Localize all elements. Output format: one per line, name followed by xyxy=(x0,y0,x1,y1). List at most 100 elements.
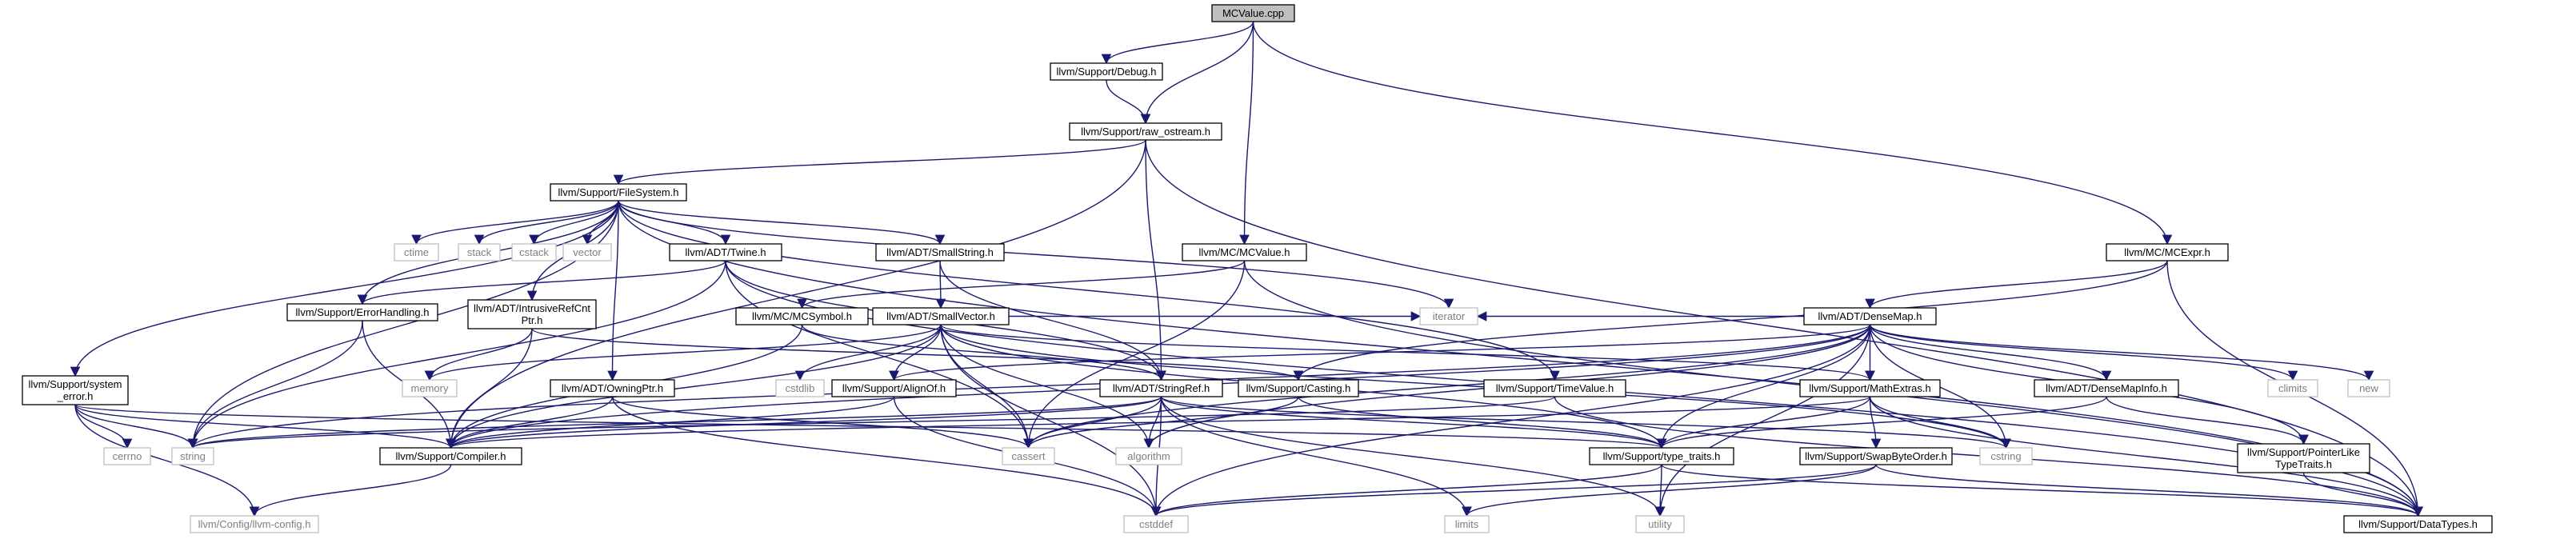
node-string-label: string xyxy=(180,450,206,462)
edge-fs-to-smallstring xyxy=(618,200,946,246)
node-stack: stack xyxy=(458,243,501,262)
edge-casting-to-typetraits xyxy=(1298,396,1667,449)
node-climits: climits xyxy=(2267,379,2318,397)
edge-typetraits-to-utility xyxy=(1654,464,1666,517)
edge-mcexpr-to-densemap xyxy=(1865,260,2168,309)
node-cstack: cstack xyxy=(511,243,557,262)
node-root[interactable]: MCValue.cpp xyxy=(1211,4,1295,22)
node-cstddef-box xyxy=(1123,515,1189,533)
node-ctime-label: ctime xyxy=(404,246,429,258)
node-ctime-box xyxy=(394,243,439,262)
node-mcvalue-label: llvm/MC/MCValue.h xyxy=(1199,246,1290,258)
node-twine[interactable]: llvm/ADT/Twine.h xyxy=(669,243,782,262)
node-intrusive-label: llvm/ADT/IntrusiveRefCnt xyxy=(474,302,590,314)
node-smallstring[interactable]: llvm/ADT/SmallString.h xyxy=(875,243,1005,262)
node-mcvalue-box xyxy=(1182,243,1307,262)
node-twine-box xyxy=(669,243,782,262)
edge-stringref-to-cstring xyxy=(1160,396,2011,449)
edge-owningptr-to-compiler xyxy=(446,396,614,449)
edge-densemap-to-typetraits xyxy=(1656,324,1871,449)
node-smallvector[interactable]: llvm/ADT/SmallVector.h xyxy=(872,307,1010,325)
edge-syserr-to-typetraits xyxy=(74,404,1666,449)
node-smallvector-box xyxy=(872,307,1010,325)
node-fs[interactable]: llvm/Support/FileSystem.h xyxy=(550,183,687,202)
edge-stringref-to-compiler xyxy=(446,396,1162,449)
node-mcvalue[interactable]: llvm/MC/MCValue.h xyxy=(1182,243,1307,262)
node-compiler-box xyxy=(379,447,522,465)
node-compiler[interactable]: llvm/Support/Compiler.h xyxy=(379,447,522,465)
node-casting[interactable]: llvm/Support/Casting.h xyxy=(1238,379,1359,397)
node-mcexpr[interactable]: llvm/MC/MCExpr.h xyxy=(2106,243,2229,262)
node-llvmconfig-box xyxy=(190,515,319,533)
node-algorithm: algorithm xyxy=(1115,447,1182,465)
node-mcexpr-box xyxy=(2106,243,2229,262)
node-stringref[interactable]: llvm/ADT/StringRef.h xyxy=(1099,379,1223,397)
node-typetraits[interactable]: llvm/Support/type_traits.h xyxy=(1589,447,1734,465)
node-alignof[interactable]: llvm/Support/AlignOf.h xyxy=(831,379,957,397)
node-errhandling-box xyxy=(286,303,438,321)
node-stringref-box xyxy=(1099,379,1223,397)
edge-mcexpr-to-casting xyxy=(1293,260,2168,381)
node-cassert: cassert xyxy=(1002,447,1055,465)
node-algorithm-box xyxy=(1115,447,1182,465)
node-errhandling-label: llvm/Support/ErrorHandling.h xyxy=(296,306,430,318)
node-climits-box xyxy=(2267,379,2318,397)
edge-swapbyte-to-limits xyxy=(1462,464,1877,517)
node-raw-box xyxy=(1069,122,1222,141)
edge-raw-to-fs xyxy=(613,139,1146,186)
edge-debug-to-raw xyxy=(1106,79,1151,125)
node-swapbyte-box xyxy=(1799,447,1953,465)
node-densemap[interactable]: llvm/ADT/DenseMap.h xyxy=(1803,307,1937,325)
node-densemapinfo[interactable]: llvm/ADT/DenseMapInfo.h xyxy=(2034,379,2179,397)
node-casting-label: llvm/Support/Casting.h xyxy=(1246,382,1351,394)
node-owningptr-box xyxy=(550,379,675,397)
node-root-label: MCValue.cpp xyxy=(1222,7,1284,19)
edge-densemapinfo-to-pointerlike xyxy=(2106,396,2309,445)
node-utility-label: utility xyxy=(1648,518,1672,530)
node-mcsymbol[interactable]: llvm/MC/MCSymbol.h xyxy=(735,307,869,325)
node-mcexpr-label: llvm/MC/MCExpr.h xyxy=(2124,246,2210,258)
edge-root-to-debug xyxy=(1101,21,1254,65)
node-vector: vector xyxy=(562,243,612,262)
node-datatypes[interactable]: llvm/Support/DataTypes.h xyxy=(2343,515,2493,533)
edge-smallstring-to-stringref xyxy=(939,260,1166,381)
edge-mcsymbol-to-stringref xyxy=(801,324,1166,381)
edge-fs-to-cstack xyxy=(529,200,619,246)
edge-mathextras-to-datatypes xyxy=(1869,396,2423,517)
node-datatypes-label: llvm/Support/DataTypes.h xyxy=(2358,518,2478,530)
node-errhandling[interactable]: llvm/Support/ErrorHandling.h xyxy=(286,303,438,321)
node-stringref-label: llvm/ADT/StringRef.h xyxy=(1113,382,1210,394)
node-syserr[interactable]: llvm/Support/system_error.h xyxy=(22,375,129,405)
edge-mcvalue-to-mcsymbol xyxy=(797,260,1246,309)
node-swapbyte[interactable]: llvm/Support/SwapByteOrder.h xyxy=(1799,447,1953,465)
edge-densemap-to-climits xyxy=(1869,324,2298,381)
node-utility: utility xyxy=(1635,515,1685,533)
node-owningptr[interactable]: llvm/ADT/OwningPtr.h xyxy=(550,379,675,397)
node-cstdlib-box xyxy=(775,379,825,397)
node-pointerlike-box xyxy=(2237,443,2370,473)
node-cstring-label: cstring xyxy=(1990,450,2021,462)
node-timevalue[interactable]: llvm/Support/TimeValue.h xyxy=(1483,379,1626,397)
edge-smallvector-to-mathextras xyxy=(940,324,1875,381)
edge-errhandling-to-string xyxy=(187,320,363,449)
edge-syserr-to-llvmconfig xyxy=(74,404,260,517)
node-raw[interactable]: llvm/Support/raw_ostream.h xyxy=(1069,122,1222,141)
node-ctime: ctime xyxy=(394,243,439,262)
node-debug-box xyxy=(1050,62,1163,81)
node-smallstring-box xyxy=(875,243,1005,262)
edge-fs-to-ctime xyxy=(411,200,619,246)
edge-typetraits-to-cstddef xyxy=(1150,464,1662,517)
node-mathextras[interactable]: llvm/Support/MathExtras.h xyxy=(1799,379,1941,397)
edge-intrusive-to-compiler xyxy=(446,328,533,449)
node-cstddef: cstddef xyxy=(1123,515,1189,533)
node-mcsymbol-label: llvm/MC/MCSymbol.h xyxy=(752,310,852,322)
edge-stringref-to-limits xyxy=(1160,396,1472,517)
node-cstack-box xyxy=(511,243,557,262)
node-debug[interactable]: llvm/Support/Debug.h xyxy=(1050,62,1163,81)
node-cerrno-label: cerrno xyxy=(113,450,142,462)
edge-syserr-to-cerrno xyxy=(74,404,133,449)
node-cstddef-label: cstddef xyxy=(1139,518,1173,530)
edge-compiler-to-llvmconfig xyxy=(249,464,452,517)
